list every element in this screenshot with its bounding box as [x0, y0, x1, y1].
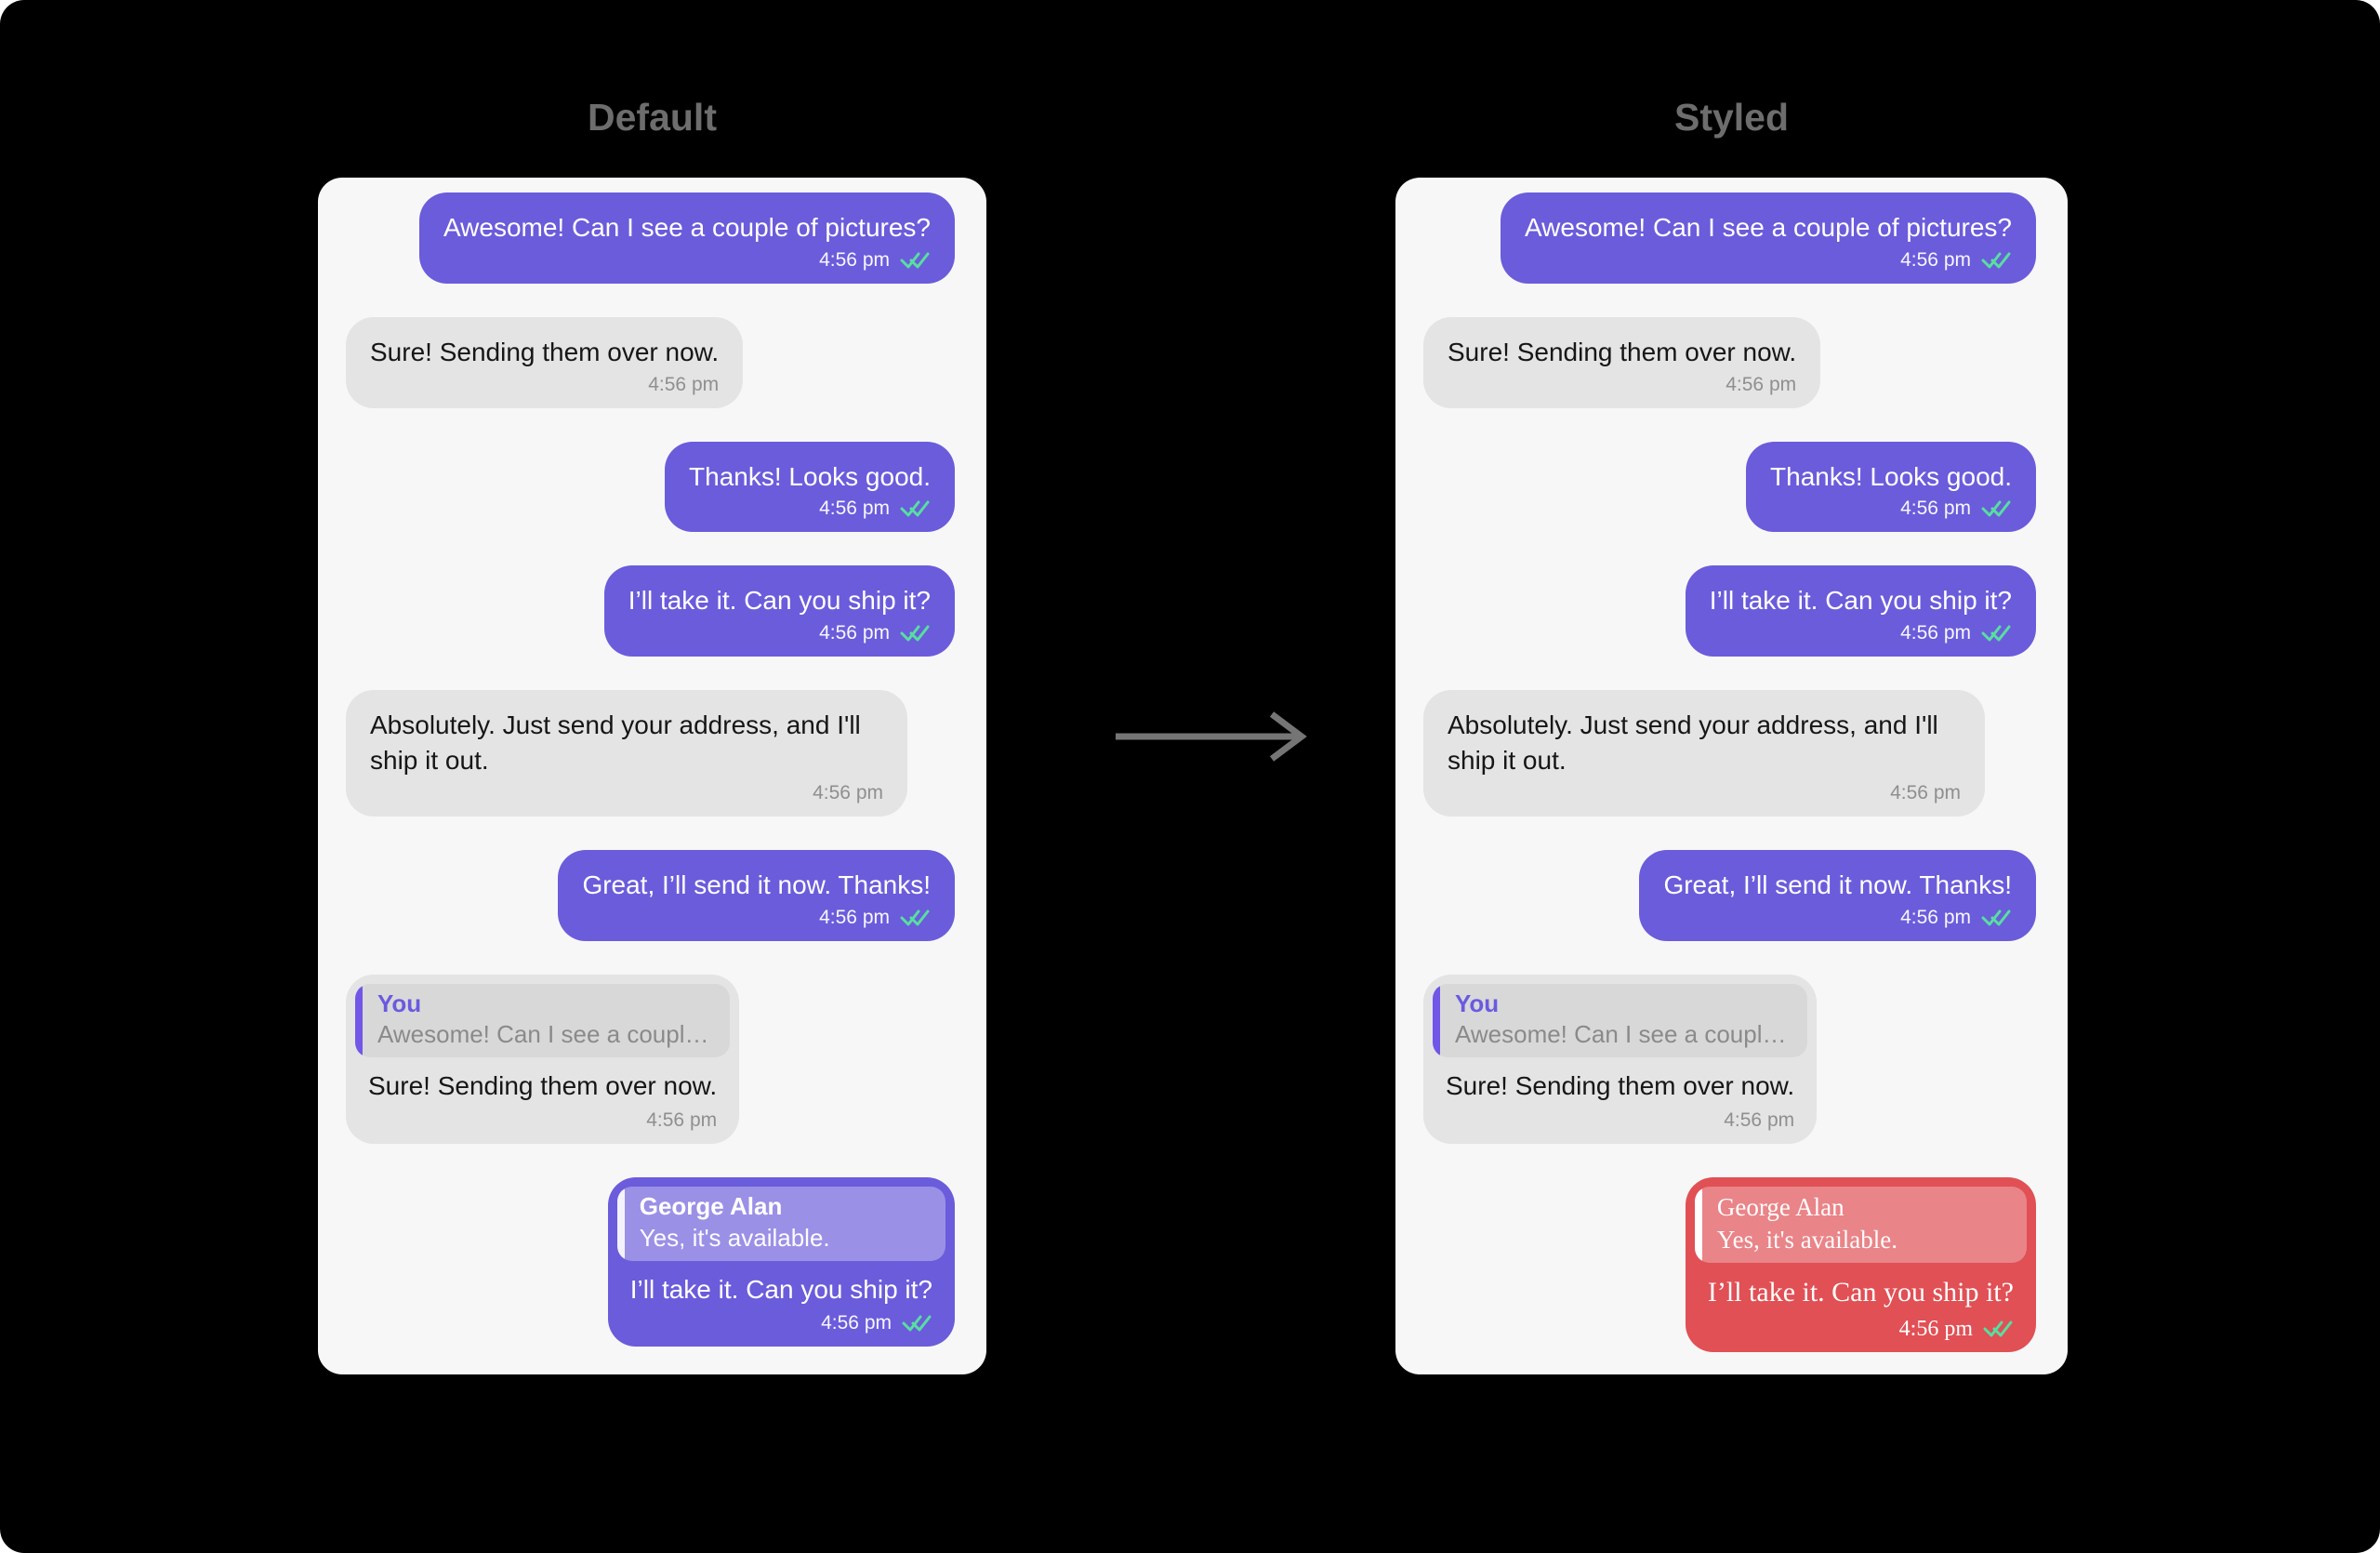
- message-bubble-outgoing[interactable]: Awesome! Can I see a couple of pictures?…: [1500, 192, 2036, 284]
- message-text: I’ll take it. Can you ship it?: [629, 1274, 932, 1304]
- message-time: 4:56 pm: [1890, 781, 1961, 803]
- message-bubble-outgoing-styled[interactable]: George Alan Yes, it's available. I’ll ta…: [1685, 1176, 2036, 1352]
- reply-quote-text: Awesome! Can I see a couple of…: [1455, 1020, 1792, 1049]
- double-check-icon: [902, 1315, 932, 1332]
- message-bubble-incoming-with-reply[interactable]: You Awesome! Can I see a couple of… Sure…: [1423, 974, 1818, 1144]
- double-check-icon: [900, 625, 930, 642]
- double-check-icon: [900, 909, 930, 926]
- message-time: 4:56 pm: [1726, 373, 1797, 395]
- message-text: Absolutely. Just send your address, and …: [1448, 710, 1938, 775]
- message-text: Sure! Sending them over now.: [370, 337, 720, 366]
- message-text: Great, I’ll send it now. Thanks!: [1663, 869, 2012, 899]
- message-bubble-outgoing-with-reply[interactable]: George Alan Yes, it's available. I’ll ta…: [607, 1176, 955, 1347]
- double-check-icon: [1983, 1321, 2013, 1337]
- reply-quote-author: You: [377, 989, 422, 1017]
- reply-quote-author: You: [1455, 989, 1500, 1017]
- reply-quote[interactable]: You Awesome! Can I see a couple of…: [1433, 983, 1808, 1058]
- message-text: I’ll take it. Can you ship it?: [1709, 586, 2012, 616]
- message-text: Awesome! Can I see a couple of pictures?: [1524, 213, 2012, 242]
- double-check-icon: [900, 500, 930, 517]
- reply-quote-text: Yes, it's available.: [1716, 1226, 1897, 1254]
- double-check-icon: [1981, 252, 2011, 269]
- chat-panel-default: Awesome! Can I see a couple of pictures?…: [318, 178, 986, 1374]
- message-time: 4:56 pm: [819, 498, 890, 520]
- message-time: 4:56 pm: [646, 1108, 718, 1131]
- message-bubble-outgoing[interactable]: I’ll take it. Can you ship it? 4:56 pm: [603, 565, 955, 657]
- message-time: 4:56 pm: [819, 248, 890, 271]
- message-bubble-incoming[interactable]: Absolutely. Just send your address, and …: [1423, 690, 1985, 816]
- reply-quote-author: George Alan: [1716, 1192, 1844, 1221]
- message-text: Sure! Sending them over now.: [1448, 337, 1797, 366]
- message-bubble-outgoing[interactable]: Awesome! Can I see a couple of pictures?…: [418, 192, 955, 284]
- message-time: 4:56 pm: [819, 906, 890, 928]
- message-bubble-incoming-with-reply[interactable]: You Awesome! Can I see a couple of… Sure…: [346, 974, 740, 1144]
- message-bubble-incoming[interactable]: Sure! Sending them over now. 4:56 pm: [1423, 316, 1821, 408]
- message-time: 4:56 pm: [813, 781, 883, 803]
- message-text: Thanks! Looks good.: [1770, 461, 2012, 491]
- double-check-icon: [1981, 909, 2011, 926]
- message-text: Absolutely. Just send your address, and …: [370, 710, 861, 775]
- message-text: Great, I’ll send it now. Thanks!: [582, 869, 931, 899]
- message-time: 4:56 pm: [1724, 1108, 1795, 1131]
- message-time: 4:56 pm: [819, 622, 890, 644]
- message-text: I’ll take it. Can you ship it?: [628, 586, 931, 616]
- message-time: 4:56 pm: [1900, 622, 1971, 644]
- message-time: 4:56 pm: [1900, 248, 1971, 271]
- reply-quote[interactable]: George Alan Yes, it's available.: [1694, 1186, 2027, 1264]
- message-time: 4:56 pm: [648, 373, 720, 395]
- message-text: Thanks! Looks good.: [689, 461, 931, 491]
- message-bubble-outgoing[interactable]: Thanks! Looks good. 4:56 pm: [665, 441, 955, 533]
- message-bubble-outgoing[interactable]: Thanks! Looks good. 4:56 pm: [1746, 441, 2036, 533]
- message-bubble-outgoing[interactable]: I’ll take it. Can you ship it? 4:56 pm: [1685, 565, 2036, 657]
- message-bubble-outgoing[interactable]: Great, I’ll send it now. Thanks! 4:56 pm: [558, 849, 955, 941]
- reply-quote[interactable]: George Alan Yes, it's available.: [616, 1186, 945, 1261]
- message-time: 4:56 pm: [821, 1312, 892, 1334]
- message-text: I’ll take it. Can you ship it?: [1707, 1277, 2014, 1308]
- message-text: Sure! Sending them over now.: [368, 1071, 718, 1101]
- right-arrow-icon: [1116, 711, 1307, 762]
- double-check-icon: [900, 252, 930, 269]
- double-check-icon: [1981, 625, 2011, 642]
- styled-column-title: Styled: [1673, 96, 1790, 139]
- message-time: 4:56 pm: [1900, 498, 1971, 520]
- message-bubble-incoming[interactable]: Absolutely. Just send your address, and …: [346, 690, 907, 816]
- message-text: Sure! Sending them over now.: [1446, 1071, 1795, 1101]
- chat-panel-styled: Awesome! Can I see a couple of pictures?…: [1395, 178, 2068, 1374]
- reply-quote-author: George Alan: [639, 1191, 783, 1220]
- message-bubble-incoming[interactable]: Sure! Sending them over now. 4:56 pm: [346, 316, 744, 408]
- message-text: Awesome! Can I see a couple of pictures?: [443, 213, 931, 242]
- reply-quote-text: Awesome! Can I see a couple of…: [377, 1020, 714, 1049]
- transform-arrow: [1112, 707, 1316, 766]
- message-time: 4:56 pm: [1900, 906, 1971, 928]
- double-check-icon: [1981, 500, 2011, 517]
- default-column-title: Default: [588, 96, 717, 139]
- message-time: 4:56 pm: [1898, 1316, 1973, 1341]
- reply-quote[interactable]: You Awesome! Can I see a couple of…: [355, 983, 731, 1058]
- message-bubble-outgoing[interactable]: Great, I’ll send it now. Thanks! 4:56 pm: [1639, 849, 2036, 941]
- reply-quote-text: Yes, it's available.: [639, 1223, 830, 1252]
